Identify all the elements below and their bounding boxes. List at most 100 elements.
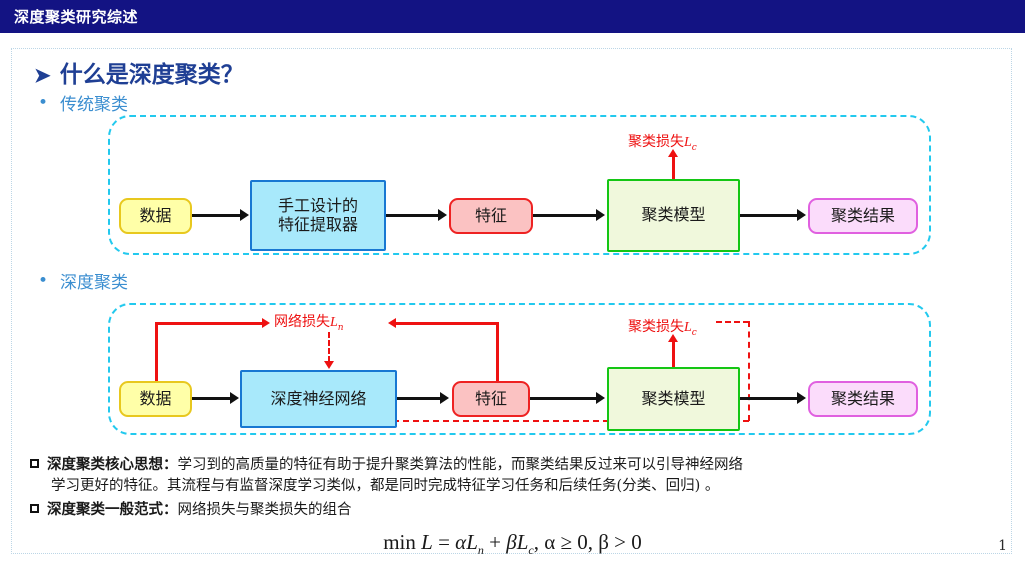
network-loss-left-horizontal bbox=[155, 322, 263, 325]
section-label-traditional: • 传统聚类 bbox=[38, 90, 128, 115]
note-general-paradigm-title: 深度聚类一般范式： bbox=[47, 501, 178, 518]
node-extractor-label-line1: 手工设计的 bbox=[277, 195, 358, 215]
network-loss-right-arrowhead bbox=[388, 318, 396, 328]
page-number: 1 bbox=[998, 538, 1007, 554]
deep-clustering-container bbox=[108, 303, 931, 435]
page-heading-label: 什么是深度聚类？ bbox=[59, 61, 244, 88]
formula-alpha: α bbox=[455, 530, 467, 554]
objective-formula: min L = αLn + βLc, α ≥ 0, β > 0 bbox=[0, 530, 1025, 558]
section-label-traditional-text: 传统聚类 bbox=[60, 95, 129, 115]
node-feature-deep-label: 特征 bbox=[474, 388, 507, 408]
node-handcrafted-extractor: 手工设计的特征提取器 bbox=[250, 180, 386, 251]
square-bullet-icon bbox=[30, 459, 39, 468]
connector-arrowhead bbox=[438, 209, 447, 221]
formula-L: L bbox=[421, 530, 433, 554]
formula-Ln-subscript: n bbox=[477, 543, 484, 558]
network-loss-feedback-dashed bbox=[328, 332, 330, 362]
node-feature-traditional-label: 特征 bbox=[474, 205, 507, 225]
connector-data-to-extractor bbox=[192, 214, 241, 217]
connector-extractor-to-feature bbox=[386, 214, 439, 217]
traditional-cluster-loss-symbol: L bbox=[684, 135, 692, 150]
section-label-deep: • 深度聚类 bbox=[38, 268, 128, 293]
formula-prefix: min bbox=[383, 530, 422, 554]
deep-cluster-loss-arrowhead bbox=[668, 334, 678, 342]
deep-cluster-loss-subscript: c bbox=[691, 327, 697, 338]
title-bar: 深度聚类研究综述 bbox=[0, 0, 1025, 33]
traditional-loss-arrow-line bbox=[672, 157, 675, 181]
cluster-loss-feedback-top bbox=[716, 321, 749, 323]
formula-plus: + bbox=[483, 530, 507, 554]
network-loss-feedback-arrowhead bbox=[324, 361, 334, 369]
traditional-clustering-container bbox=[108, 115, 931, 255]
node-data-deep: 数据 bbox=[119, 381, 192, 417]
connector-model-to-result-deep bbox=[740, 397, 798, 400]
network-loss-right-horizontal bbox=[396, 322, 499, 325]
title-underline bbox=[0, 33, 1025, 37]
formula-Lc: L bbox=[516, 530, 529, 554]
formula-conditions: , α ≥ 0, β > 0 bbox=[533, 530, 642, 554]
note-core-idea-title: 深度聚类核心思想： bbox=[47, 456, 178, 473]
network-loss-left-arrowhead bbox=[262, 318, 270, 328]
connector-arrowhead bbox=[797, 209, 806, 221]
network-loss-left-vertical bbox=[155, 322, 158, 381]
page-heading: ➤ 什么是深度聚类？ bbox=[34, 55, 244, 89]
network-loss-right-vertical bbox=[496, 322, 499, 381]
connector-arrowhead bbox=[440, 392, 449, 404]
slide-title: 深度聚类研究综述 bbox=[14, 8, 139, 26]
note-core-idea: 深度聚类核心思想：学习到的高质量的特征有助于提升聚类算法的性能，而聚类结果反过来… bbox=[30, 455, 1005, 496]
node-data-traditional: 数据 bbox=[119, 198, 192, 234]
node-clustering-result-deep-label: 聚类结果 bbox=[830, 388, 895, 408]
formula-equals: = bbox=[432, 530, 456, 554]
note-general-paradigm: 深度聚类一般范式：网络损失与聚类损失的组合 bbox=[30, 500, 1005, 521]
node-clustering-model-traditional: 聚类模型 bbox=[607, 179, 740, 252]
triangle-right-bullet-icon: ➤ bbox=[34, 63, 51, 87]
traditional-loss-arrowhead bbox=[668, 149, 678, 157]
formula-Lc-subscript: c bbox=[528, 543, 534, 558]
node-clustering-model-deep-label: 聚类模型 bbox=[641, 388, 706, 408]
note-core-idea-body-line2: 学习更好的特征。其流程与有监督深度学习类似，都是同时完成特征学习任务和后续任务(… bbox=[51, 477, 720, 494]
deep-cluster-loss-arrow-line bbox=[672, 342, 675, 367]
bullet-dot-icon: • bbox=[38, 271, 49, 291]
formula-beta: β bbox=[506, 530, 517, 554]
traditional-cluster-loss-label: 聚类损失Lc bbox=[628, 131, 697, 153]
traditional-cluster-loss-subscript: c bbox=[691, 142, 697, 153]
deep-network-loss-label: 网络损失Ln bbox=[274, 311, 344, 333]
cluster-loss-feedback-vertical bbox=[748, 321, 750, 421]
deep-cluster-loss-label: 聚类损失Lc bbox=[628, 316, 697, 338]
node-extractor-label-line2: 特征提取器 bbox=[277, 214, 358, 234]
node-deep-neural-network: 深度神经网络 bbox=[240, 370, 397, 428]
node-clustering-result-traditional-label: 聚类结果 bbox=[830, 205, 895, 225]
deep-network-loss-symbol: L bbox=[330, 315, 338, 330]
deep-network-loss-subscript: n bbox=[337, 322, 344, 333]
node-data-traditional-label: 数据 bbox=[139, 205, 172, 225]
node-clustering-model-traditional-label: 聚类模型 bbox=[641, 205, 706, 225]
cluster-loss-feedback-bottom bbox=[263, 420, 749, 422]
square-bullet-icon bbox=[30, 504, 39, 513]
node-feature-traditional: 特征 bbox=[449, 198, 533, 234]
node-feature-deep: 特征 bbox=[452, 381, 530, 417]
node-clustering-result-deep: 聚类结果 bbox=[808, 381, 918, 417]
connector-data-to-network bbox=[192, 397, 231, 400]
connector-arrowhead bbox=[596, 209, 605, 221]
bullet-dot-icon: • bbox=[38, 93, 49, 113]
connector-feature-to-model-deep bbox=[530, 397, 597, 400]
connector-network-to-feature bbox=[397, 397, 441, 400]
connector-arrowhead bbox=[240, 209, 249, 221]
formula-Ln: L bbox=[466, 530, 478, 554]
note-general-paradigm-body: 网络损失与聚类损失的组合 bbox=[177, 502, 352, 518]
node-data-deep-label: 数据 bbox=[139, 388, 172, 408]
node-deep-neural-network-label: 深度神经网络 bbox=[270, 388, 367, 408]
deep-cluster-loss-symbol: L bbox=[684, 320, 692, 335]
section-label-deep-text: 深度聚类 bbox=[60, 273, 129, 293]
node-clustering-model-deep: 聚类模型 bbox=[607, 367, 740, 431]
connector-arrowhead bbox=[797, 392, 806, 404]
node-clustering-result-traditional: 聚类结果 bbox=[808, 198, 918, 234]
connector-feature-to-model bbox=[533, 214, 597, 217]
connector-model-to-result bbox=[740, 214, 798, 217]
traditional-cluster-loss-text: 聚类损失 bbox=[628, 134, 684, 150]
note-core-idea-body-line1: 学习到的高质量的特征有助于提升聚类算法的性能，而聚类结果反过来可以引导神经网络 bbox=[177, 457, 744, 473]
deep-network-loss-text: 网络损失 bbox=[274, 314, 330, 330]
connector-arrowhead bbox=[230, 392, 239, 404]
content-frame bbox=[11, 48, 1012, 554]
